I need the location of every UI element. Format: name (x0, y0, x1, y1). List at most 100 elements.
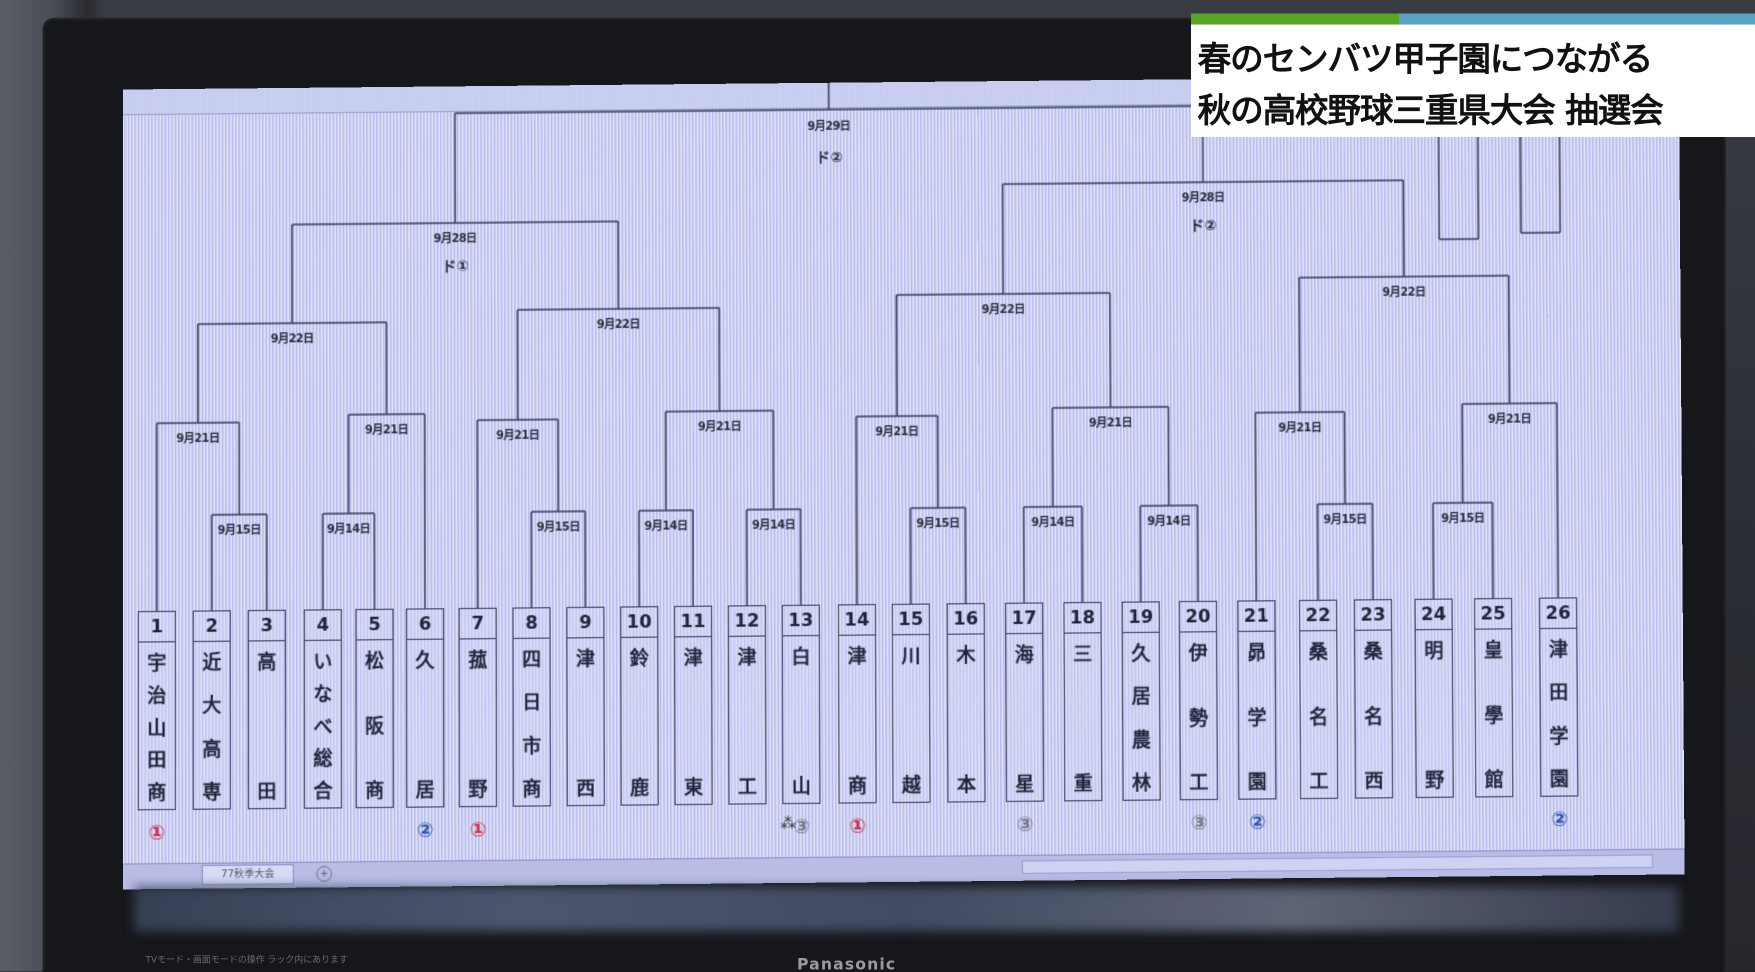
team-name: 鈴鹿 (629, 647, 650, 801)
team-17[interactable]: 17 海星 (1005, 602, 1045, 803)
team-name: 津西 (575, 648, 596, 801)
seed-marker: ① (469, 818, 487, 843)
team-name: 津工 (737, 646, 758, 799)
team-name: 海星 (1014, 644, 1035, 797)
team-name: 三重 (1073, 643, 1093, 796)
team-number: 19 (1122, 602, 1159, 634)
seed-marker: ① (849, 814, 867, 839)
team-number: 15 (892, 604, 929, 636)
team-name: 高田 (257, 651, 277, 804)
team-name: 久居 (415, 649, 435, 803)
team-name: 川越 (901, 645, 922, 798)
seed-marker: ② (416, 818, 434, 843)
quarterfinal-date: 9月22日 (270, 333, 314, 346)
monitor-brand-logo: Panasonic (796, 955, 897, 972)
semifinal-venue: ド② (1189, 217, 1217, 235)
team-number: 14 (838, 605, 875, 636)
team-20[interactable]: 20 伊勢工 (1178, 600, 1219, 801)
team-number: 5 (356, 609, 393, 641)
team-23[interactable]: 23 桑名西 (1353, 599, 1394, 799)
team-name: 近大高専 (202, 651, 222, 805)
caption-line-1: 春のセンバツ甲子園につながる (1197, 40, 1654, 80)
horizontal-scrollbar[interactable] (1021, 854, 1654, 874)
team-name: 皇學館 (1483, 639, 1504, 792)
team-number: 26 (1540, 598, 1577, 630)
team-name: 桑名西 (1363, 640, 1384, 793)
team-name: 昴学園 (1246, 641, 1267, 795)
round2-date: 9月21日 (176, 432, 220, 446)
seed-marker: ③ (1190, 811, 1208, 836)
team-number: 20 (1180, 601, 1217, 633)
add-sheet-button[interactable]: + (316, 865, 333, 882)
monitor-bezel-note: TVモード・画面モードの操作 ラック内にあります (145, 954, 348, 965)
team-3[interactable]: 3 高田 (247, 609, 286, 810)
semifinal-date: 9月28日 (1181, 192, 1225, 205)
team-name: 木本 (956, 644, 977, 797)
team-name: 伊勢工 (1188, 642, 1209, 795)
quarterfinal-date: 9月22日 (596, 318, 640, 332)
round1-date: 9月14日 (644, 520, 688, 534)
caption-line-2: 秋の高校野球三重県大会 抽選会 (1197, 91, 1664, 131)
team-number: 23 (1355, 600, 1392, 631)
team-name: 松阪商 (364, 650, 385, 803)
team-number: 7 (459, 608, 496, 640)
round2-date: 9月21日 (1488, 413, 1532, 427)
sheet-tab[interactable]: 77秋季大会 (201, 864, 294, 886)
round2-date: 9月21日 (1278, 422, 1322, 435)
seed-marker: ② (1248, 810, 1267, 835)
round1-date: 9月14日 (1147, 515, 1191, 529)
round2-date: 9月21日 (496, 429, 540, 443)
taskbar-blur (134, 886, 1679, 932)
team-name: 津田学園 (1548, 638, 1569, 792)
team-12[interactable]: 12 津工 (727, 605, 767, 805)
team-8[interactable]: 8 四日市商 (512, 607, 552, 807)
round2-date: 9月21日 (875, 426, 919, 439)
seed-marker: ③ (1016, 813, 1034, 837)
team-14[interactable]: 14 津商 (837, 604, 877, 804)
team-number: 22 (1300, 600, 1337, 632)
news-caption: 春のセンバツ甲子園につながる 秋の高校野球三重県大会 抽選会 (1190, 13, 1755, 137)
round2-date: 9月21日 (698, 421, 742, 434)
round2-date: 9月21日 (365, 424, 409, 437)
team-number: 4 (304, 610, 341, 642)
semifinal-date: 9月28日 (433, 232, 477, 246)
team-5[interactable]: 5 松阪商 (355, 608, 394, 809)
team-number: 10 (621, 607, 658, 638)
quarterfinal-date: 9月22日 (1382, 286, 1426, 300)
team-10[interactable]: 10 鈴鹿 (620, 606, 659, 806)
team-number: 17 (1006, 603, 1043, 635)
round1-date: 9月14日 (752, 519, 796, 533)
team-name: 明野 (1424, 640, 1445, 793)
team-name: 菰野 (468, 649, 488, 802)
team-number: 8 (513, 608, 550, 639)
team-number: 12 (729, 606, 766, 637)
team-15[interactable]: 15 川越 (891, 603, 931, 804)
team-name: 宇治山田商 (147, 652, 167, 805)
round1-date: 9月14日 (1031, 516, 1075, 530)
team-name: 津商 (847, 645, 868, 798)
team-7[interactable]: 7 菰野 (458, 607, 498, 808)
round1-date: 9月15日 (1323, 513, 1367, 527)
team-16[interactable]: 16 木本 (946, 602, 986, 803)
team-number: 3 (248, 610, 285, 642)
team-number: 16 (947, 604, 984, 635)
team-26[interactable]: 26 津田学園 (1539, 597, 1579, 797)
round1-date: 9月15日 (536, 521, 580, 535)
mouse-cursor-icon: ⁂ (780, 815, 796, 834)
team-name: 四日市商 (522, 648, 542, 802)
